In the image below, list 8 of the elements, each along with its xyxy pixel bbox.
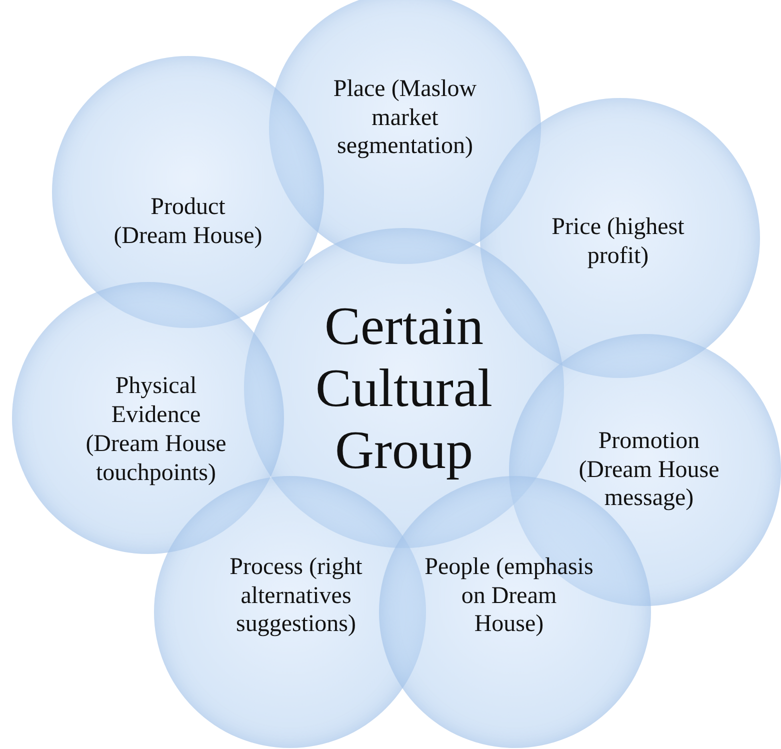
circle-label: Physical Evidence (Dream House touchpoints): [84, 372, 228, 488]
circle-label: Price (highest profit): [550, 213, 686, 271]
circle-label: People (emphasis on Dream House): [424, 552, 594, 640]
circle-label: Certain Cultural Group: [314, 294, 494, 482]
circle-label: Product (Dream House): [113, 193, 263, 251]
circle-label: Promotion (Dream House message): [578, 426, 720, 514]
circle-label: Place (Maslow market segmentation): [332, 74, 478, 162]
circle-label: Process (right alternatives suggestions): [228, 552, 364, 640]
